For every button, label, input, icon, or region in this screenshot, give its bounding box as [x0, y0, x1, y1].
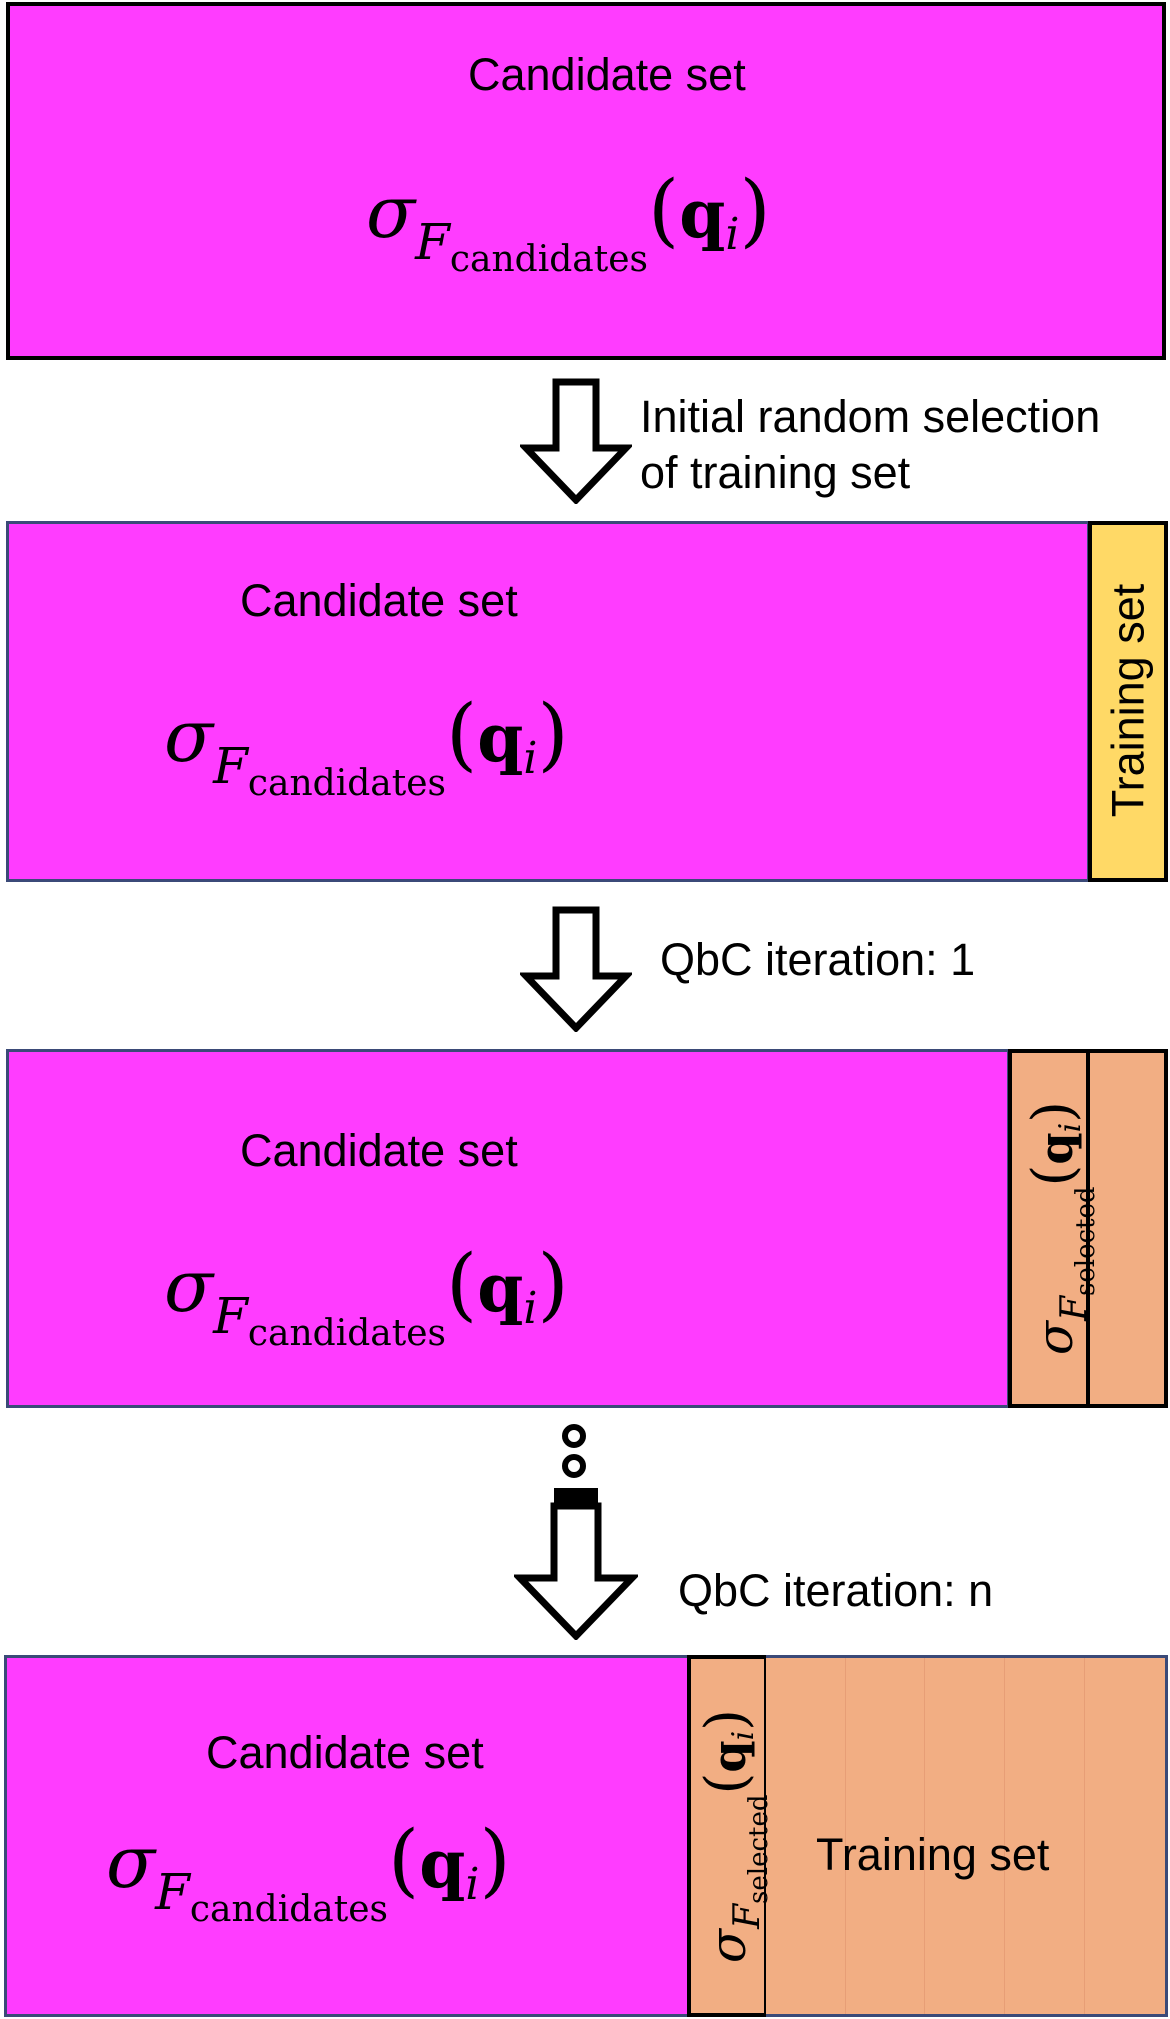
panel-4-training-divider — [1004, 1658, 1005, 2014]
step-3-text: QbC iteration: n — [678, 1565, 994, 1616]
down-arrow-icon — [514, 1488, 638, 1640]
panel-2-training-set — [1088, 521, 1168, 882]
step-1-text-line-1: Initial random selection — [640, 391, 1101, 442]
panel-1-candidate-set — [6, 2, 1166, 360]
panel-4-candidate-set — [4, 1655, 690, 2017]
panel-1-sigma-candidates: σFcandidates(qi) — [366, 163, 771, 280]
panel-4-sigma-selected: σFselected(qi) — [694, 1708, 774, 1964]
panel-4-training-divider — [924, 1658, 925, 2014]
panel-3-previous-training-slot — [1086, 1049, 1168, 1408]
down-arrow-icon — [520, 378, 632, 504]
panel-1-candidate-label: Candidate set — [468, 49, 746, 100]
panel-4-training-label: Training set — [816, 1829, 1050, 1880]
panel-3-candidate-label: Candidate set — [240, 1125, 518, 1176]
step-2-text: QbC iteration: 1 — [660, 934, 976, 985]
step-1-text-line-2: of training set — [640, 447, 911, 498]
panel-3-sigma-candidates: σFcandidates(qi) — [164, 1237, 569, 1354]
panel-4-training-divider — [1084, 1658, 1085, 2014]
panel-3-candidate-set — [6, 1049, 1010, 1408]
panel-2-training-label: Training set — [1102, 583, 1154, 818]
panel-2-candidate-label: Candidate set — [240, 575, 518, 626]
panel-4-candidate-label: Candidate set — [206, 1727, 484, 1778]
panel-2-sigma-candidates: σFcandidates(qi) — [164, 687, 569, 804]
panel-4-training-set — [766, 1655, 1168, 2017]
panel-3-sigma-selected: σFselected(qi) — [1021, 1100, 1101, 1356]
panel-4-sigma-candidates: σFcandidates(qi) — [106, 1813, 511, 1930]
ellipsis-dots-icon — [562, 1424, 586, 1478]
panel-4-training-divider — [845, 1658, 846, 2014]
down-arrow-icon — [520, 906, 632, 1032]
panel-2-candidate-set — [6, 521, 1090, 882]
